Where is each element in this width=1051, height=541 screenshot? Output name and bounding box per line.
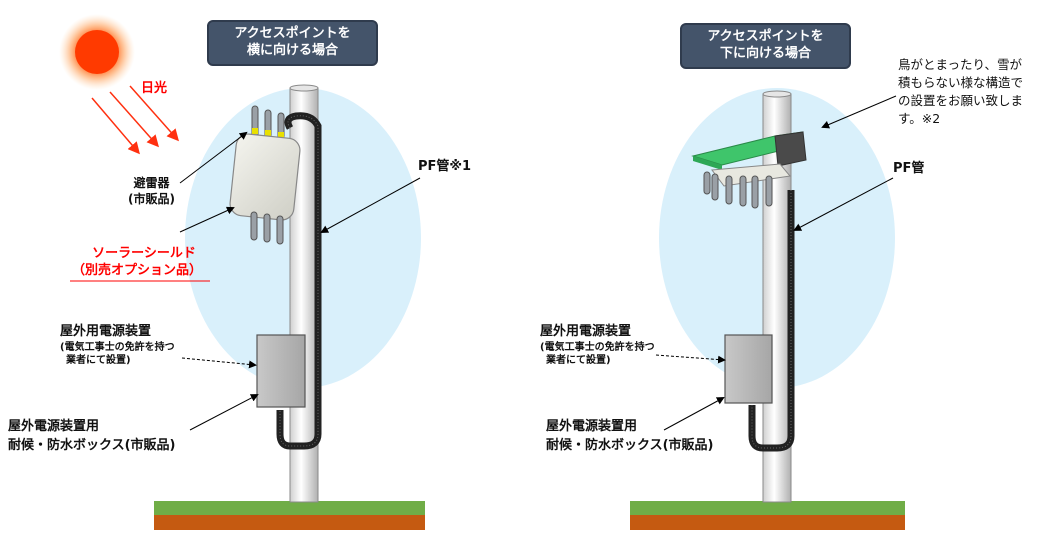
- power-unit-note-line1: (電気工事士の免許を持つ: [60, 342, 175, 353]
- grass-strip: [154, 501, 425, 515]
- right-title-line1: アクセスポイントを: [707, 29, 824, 44]
- note-line1: 鳥がとまったり、雪が: [898, 57, 1023, 72]
- note-line2: 積もらない様な構造で: [898, 75, 1024, 90]
- solar-shield-line2: （別売オプション品）: [72, 263, 203, 278]
- box-label: 屋外電源装置用 耐候・防水ボックス(市販品): [8, 417, 176, 455]
- box-label-right: 屋外電源装置用 耐候・防水ボックス(市販品): [546, 417, 714, 455]
- power-unit-note-right-line1: (電気工事士の免許を持つ: [540, 342, 655, 353]
- left-scene: [59, 14, 425, 530]
- solar-shield-label: ソーラーシールド （別売オプション品）: [72, 245, 202, 279]
- right-title-box: アクセスポイントを 下に向ける場合: [680, 23, 851, 69]
- power-box-right: [724, 334, 773, 404]
- sunlight-label: 日光: [141, 81, 168, 96]
- right-title-line2: 下に向ける場合: [719, 46, 811, 61]
- power-unit-note-right-line2: 業者にて設置): [546, 355, 611, 366]
- power-box: [256, 334, 306, 408]
- arrester-label-line2: (市販品): [128, 192, 175, 206]
- pf-pipe-label-right: PF管: [893, 161, 925, 176]
- solar-shield-line1: ソーラーシールド: [92, 246, 196, 261]
- left-title-line2: 横に向ける場合: [246, 43, 338, 58]
- access-point-side: [229, 105, 301, 245]
- box-label-right-line2: 耐候・防水ボックス(市販品): [546, 438, 714, 453]
- installation-note: 鳥がとまったり、雪が 積もらない様な構造で の設置をお願い致しま す。※2: [898, 56, 1023, 128]
- power-unit-note: (電気工事士の免許を持つ 業者にて設置): [60, 341, 175, 367]
- power-unit-note-line2: 業者にて設置): [66, 355, 131, 366]
- right-scene: [630, 88, 905, 530]
- note-line3: の設置をお願い致しま: [898, 93, 1024, 108]
- left-title-line1: アクセスポイントを: [234, 26, 351, 41]
- arrester-label: 避雷器 (市販品): [128, 175, 175, 207]
- pf-pipe-label: PF管※1: [418, 159, 472, 174]
- power-unit-label-right: 屋外用電源装置: [540, 324, 632, 339]
- sunray-arrow: [91, 97, 140, 155]
- access-point-down: [703, 163, 791, 209]
- box-label-right-line1: 屋外電源装置用: [546, 419, 638, 434]
- power-unit-label: 屋外用電源装置: [60, 324, 152, 339]
- soil-strip-right: [630, 515, 905, 530]
- arrester-label-line1: 避雷器: [133, 176, 170, 190]
- canopy-roof: [691, 131, 807, 170]
- power-unit-note-right: (電気工事士の免許を持つ 業者にて設置): [540, 341, 655, 367]
- note-line4: す。※2: [898, 111, 941, 126]
- soil-strip: [154, 515, 425, 530]
- grass-strip-right: [630, 501, 905, 515]
- box-label-line2: 耐候・防水ボックス(市販品): [8, 438, 176, 453]
- left-title-box: アクセスポイントを 横に向ける場合: [207, 20, 378, 66]
- box-label-line1: 屋外電源装置用: [8, 419, 100, 434]
